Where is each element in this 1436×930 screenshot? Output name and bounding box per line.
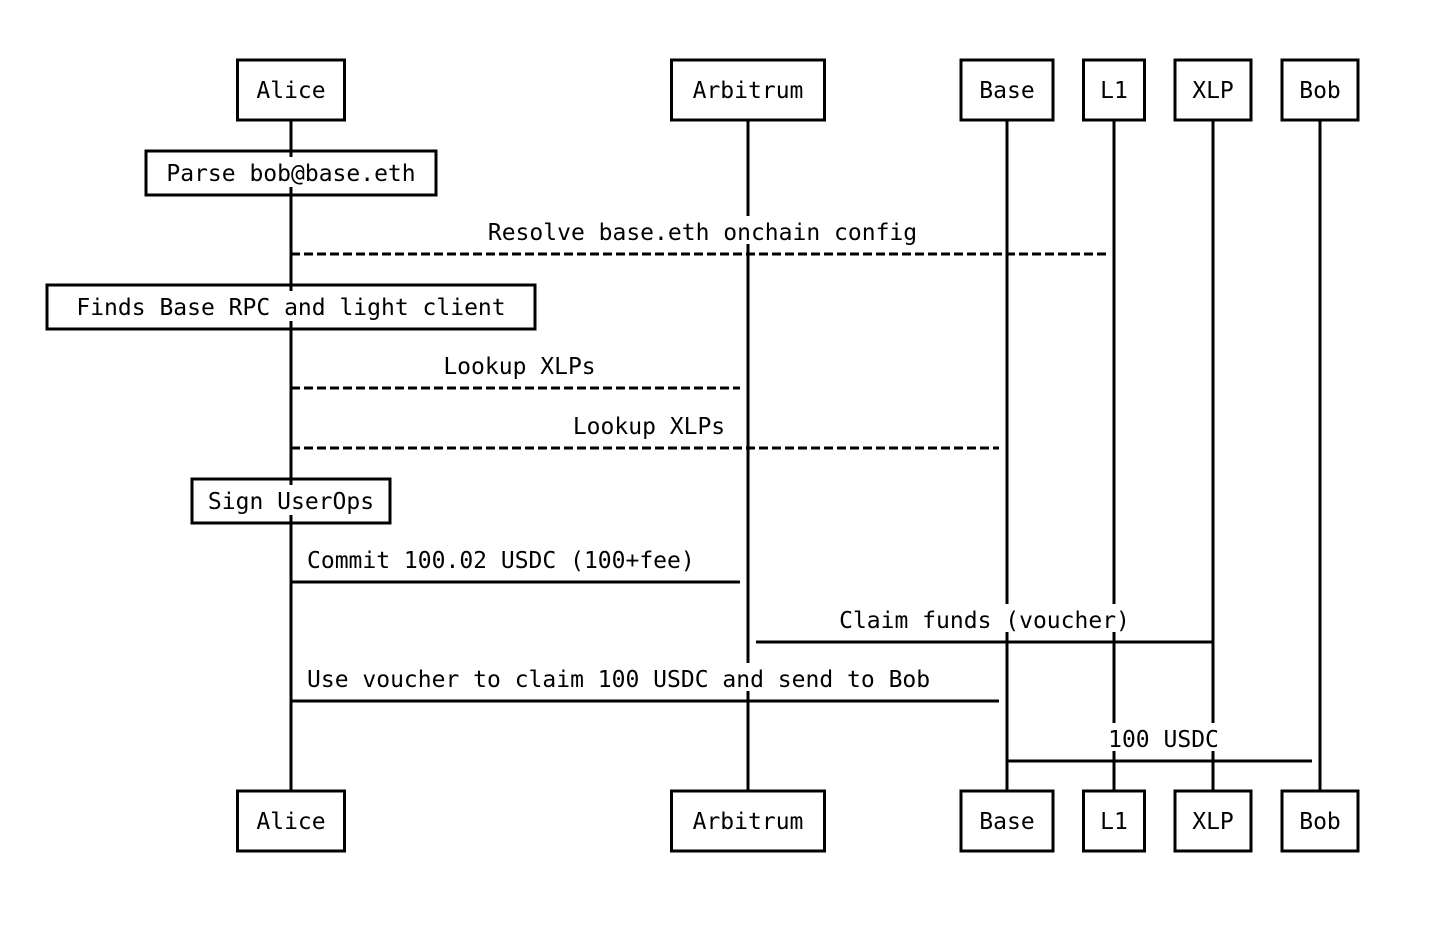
participant-box [670, 58, 826, 122]
participant-base-top: Base [959, 58, 1055, 122]
note: Finds Base RPC and light client [45, 283, 537, 331]
note-text-bg [74, 291, 508, 321]
participant-box [1280, 789, 1360, 853]
message-label: Claim funds (voucher) [839, 608, 1130, 634]
note-text: Finds Base RPC and light client [76, 295, 505, 321]
message: Use voucher to claim 100 USDC and send t… [291, 663, 999, 703]
message-label: Commit 100.02 USDC (100+fee) [307, 548, 695, 574]
message: Lookup XLPs [291, 410, 999, 450]
participant-box [236, 789, 346, 853]
message: Claim funds (voucher) [756, 604, 1213, 644]
participant-base-bottom: Base [959, 789, 1055, 853]
participant-label: Arbitrum [693, 809, 804, 835]
message-label-bg [307, 663, 937, 691]
participant-label: Base [979, 78, 1034, 104]
participant-label: L1 [1100, 78, 1128, 104]
message: Lookup XLPs [291, 350, 740, 390]
participant-label: Bob [1299, 78, 1341, 104]
participant-box [959, 789, 1055, 853]
participant-label: Alice [256, 809, 325, 835]
participant-box [1173, 58, 1253, 122]
message: Resolve base.eth onchain config [291, 216, 1106, 256]
participant-label: XLP [1192, 78, 1234, 104]
note: Sign UserOps [190, 477, 392, 525]
message-label-bg [442, 350, 597, 378]
participant-arbitrum-top: Arbitrum [670, 58, 826, 122]
note-text: Sign UserOps [208, 489, 374, 515]
participant-box [1173, 789, 1253, 853]
participant-alice-top: Alice [236, 58, 346, 122]
participant-xlp-bottom: XLP [1173, 789, 1253, 853]
message-label: Use voucher to claim 100 USDC and send t… [307, 667, 930, 693]
participant-box [1082, 58, 1146, 122]
message: 100 USDC [1007, 723, 1312, 763]
message-label: Lookup XLPs [443, 354, 595, 380]
participant-l1-top: L1 [1082, 58, 1146, 122]
participant-bob-bottom: Bob [1280, 789, 1360, 853]
message-label-bg [485, 216, 920, 244]
note-text-bg [165, 157, 417, 187]
note: Parse bob@base.eth [144, 149, 438, 197]
note-text-bg [207, 485, 375, 515]
participant-box [1082, 789, 1146, 853]
participant-alice-bottom: Alice [236, 789, 346, 853]
message-label-bg [1107, 723, 1220, 751]
participant-box [1280, 58, 1360, 122]
participant-box [959, 58, 1055, 122]
participant-label: L1 [1100, 809, 1128, 835]
message-label-bg [837, 604, 1132, 632]
message: Commit 100.02 USDC (100+fee) [291, 544, 740, 584]
participant-box [236, 58, 346, 122]
participant-arbitrum-bottom: Arbitrum [670, 789, 826, 853]
participant-bob-top: Bob [1280, 58, 1360, 122]
message-label: Lookup XLPs [573, 414, 725, 440]
participant-box [670, 789, 826, 853]
message-label: 100 USDC [1108, 727, 1219, 753]
message-label-bg [572, 410, 726, 438]
participant-label: Arbitrum [693, 78, 804, 104]
participant-label: Base [979, 809, 1034, 835]
participant-xlp-top: XLP [1173, 58, 1253, 122]
note-text: Parse bob@base.eth [166, 161, 415, 187]
participant-label: XLP [1192, 809, 1234, 835]
message-label-bg [307, 544, 699, 572]
participant-label: Bob [1299, 809, 1341, 835]
participant-l1-bottom: L1 [1082, 789, 1146, 853]
participant-label: Alice [256, 78, 325, 104]
message-label: Resolve base.eth onchain config [488, 220, 917, 246]
